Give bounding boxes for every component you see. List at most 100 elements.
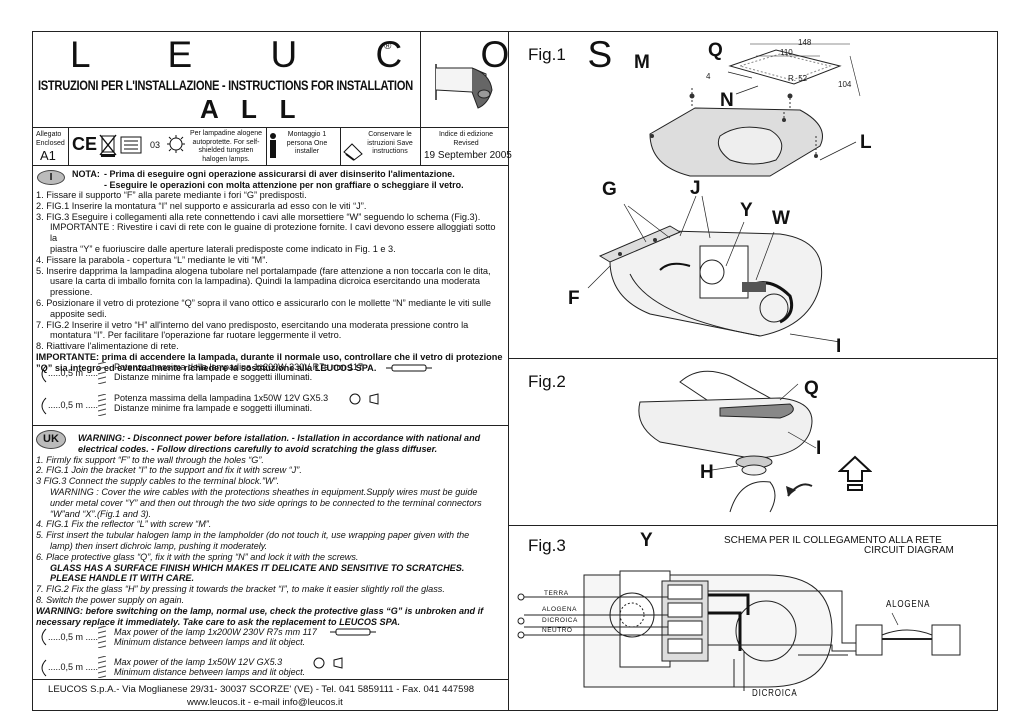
english-line: 4. FIG.1 Fix the reflector “L” with scre… — [36, 519, 212, 530]
enclosed-label: Allegato Enclosed — [36, 131, 65, 147]
fig3-alogena-big: ALOGENA — [886, 599, 931, 610]
header-logo-divider — [420, 31, 421, 127]
fig2-divider — [508, 525, 998, 526]
fig1-callout-i: I — [836, 336, 842, 357]
fig1-dim-110: 110 — [780, 48, 793, 57]
fig1-callout-w: W — [772, 208, 790, 229]
italian-power-2a: Potenza massima della lampadina 1x50W 12… — [114, 393, 329, 403]
fig3-alogena-label: ALOGENA — [542, 606, 577, 613]
english-line: 2. FIG.1 Join the bracket “I” to the sup… — [36, 465, 302, 476]
meta-sep-3 — [340, 127, 341, 165]
italian-power-1b: Distanze minime fra lampade e soggetti i… — [114, 372, 313, 382]
italian-step: usare la carta di imballo fornita con la… — [50, 276, 481, 287]
person-icon — [270, 133, 276, 158]
fig3-schema-en: CIRCUIT DIAGRAM — [864, 545, 954, 556]
column-divider — [508, 31, 509, 711]
ce-mark-icon: CE — [72, 134, 98, 154]
meta-sep-2 — [266, 127, 267, 165]
italian-power-2b: Distanze minime fra lampade e soggetti i… — [114, 403, 313, 413]
hatched-wall-icon — [98, 656, 106, 678]
english-line: PLEASE HANDLE IT WITH CARE. — [50, 573, 194, 584]
enclosed-code: A1 — [40, 148, 56, 163]
conserve-info: Conservare le istruzioni Save instructio… — [367, 131, 413, 155]
model-name: A L L — [200, 94, 304, 124]
italian-step: 1. Fissare il supporto “F” alla parete m… — [36, 190, 307, 200]
header-divider — [32, 127, 508, 128]
distance-bracket-icon — [41, 659, 47, 677]
page-subtitle: ISTRUZIONI PER L'INSTALLAZIONE - INSTRUC… — [38, 78, 413, 93]
english-distance-1: .....0,5 m ..... — [48, 632, 99, 642]
italian-step: 6. Posizionare il vetro di protezione “Q… — [36, 297, 491, 308]
english-line: WARNING: - Disconnect power before istal… — [78, 433, 481, 443]
italian-power-1a: Potenza massima della lampadina 1x200W 2… — [114, 362, 363, 372]
italian-step: pressione. — [50, 287, 93, 298]
weee-bin-icon — [99, 134, 117, 157]
fig1-callout-y: Y — [740, 200, 753, 221]
italian-step: 4. Fissare la parabola - copertura “L” m… — [36, 254, 268, 265]
english-line: 5. First insert the tubular halogen lamp… — [36, 530, 470, 541]
english-line: 8. Switch the power supply on again. — [36, 594, 185, 605]
fig3-terra-label: TERRA — [544, 590, 569, 597]
fig2-callout-q: Q — [804, 378, 819, 399]
footer-divider — [32, 679, 508, 680]
italian-step: 8. Riattivare l'alimentazione di rete. — [36, 341, 179, 352]
english-line: 6. Place protective glass “Q”, fix it wi… — [36, 551, 359, 562]
italian-nota-label: NOTA: — [72, 169, 100, 179]
fig3-neutro-label: NEUTRO — [542, 627, 573, 634]
fig1-callout-f: F — [568, 288, 580, 309]
hatched-wall-icon — [98, 362, 106, 384]
italian-badge: I — [37, 170, 65, 185]
fig1-callout-g: G — [602, 179, 617, 200]
fig1-divider — [508, 358, 998, 359]
fig1-callout-l: L — [860, 132, 872, 153]
company-address: LEUCOS S.p.A.- Via Moglianese 29/31- 300… — [48, 684, 475, 695]
fig3-schema-it: SCHEMA PER IL COLLEGAMENTO ALLA RETE — [724, 535, 942, 546]
english-line: lamp) then insert dichroic lamp, pushing… — [50, 540, 268, 551]
italian-step: apposite sedi. — [50, 308, 107, 319]
meta-sep-1 — [68, 127, 69, 165]
meta-divider — [32, 165, 508, 166]
fig1-callout-n: N — [720, 90, 734, 111]
italian-distance-1: .....0,5 m ..... — [48, 368, 99, 378]
fig2-callout-i: I — [816, 438, 822, 459]
italian-step: montatura “I”. Per facilitare l'operazio… — [50, 330, 342, 341]
fig1-dim-104: 104 — [838, 80, 852, 89]
english-line: GLASS HAS A SURFACE FINISH WHICH MAKES I… — [50, 562, 465, 573]
installer-info: Montaggio 1 persona One installer — [286, 131, 328, 155]
italian-distance-2: .....0,5 m ..... — [48, 400, 99, 410]
fig2-callout-h: H — [700, 462, 714, 483]
english-line: electrical codes. - Follow directions ca… — [78, 443, 438, 454]
english-instructions: WARNING: - Disconnect power before istal… — [36, 433, 504, 627]
fig1-exploded-drawing — [587, 43, 861, 343]
save-book-icon — [343, 143, 363, 161]
dichroic-lamp-icon — [349, 393, 379, 405]
fig3-callout-y: Y — [640, 530, 653, 551]
fig3-dicroica-big: DICROICA — [752, 688, 798, 699]
safety-mark-icon — [120, 136, 142, 154]
italian-divider — [32, 425, 508, 426]
meta-sep-4 — [420, 127, 421, 165]
fig3-circuit-diagram — [517, 570, 961, 691]
italian-steps: 1. Fissare il supporto “F” alla parete m… — [36, 190, 504, 374]
english-power-1b: Minimum distance between lamps and lit o… — [114, 637, 306, 647]
company-web: www.leucos.it - e-mail info@leucos.it — [187, 697, 343, 708]
hatched-wall-icon — [98, 626, 106, 648]
dichroic-lamp-icon — [313, 657, 343, 669]
english-line: 1. Firmly fix support “F” to the wall th… — [36, 454, 264, 465]
italian-step: 5. Inserire dapprima la lampadina alogen… — [36, 265, 491, 276]
mark-03: 03 — [150, 140, 161, 150]
italian-step: IMPORTANTE : Rivestire i cavi di rete co… — [50, 222, 496, 244]
english-line: “W”and “X”.(Fig.1 and 3). — [50, 508, 152, 519]
fig1-callout-m: M — [634, 52, 650, 73]
distance-bracket-icon — [41, 628, 47, 646]
brand-logo: L E U C O S — [70, 34, 647, 75]
italian-step: 7. FIG.2 Inserire il vetro “H” all'inter… — [36, 319, 469, 330]
english-line: WARNING : Cover the wire cables with the… — [50, 486, 478, 497]
distance-bracket-icon — [41, 397, 47, 415]
italian-step: ”Q” sia integro ed eventualmente richied… — [36, 362, 377, 373]
fig3-title: Fig.3 — [528, 536, 566, 555]
lamp-info: Per lampadine alogene autoprotette. For … — [190, 130, 262, 163]
english-power-2a: Max power of the lamp 1x50W 12V GX5.3 — [114, 657, 283, 667]
fig1-callout-j: J — [690, 178, 701, 199]
fig2-title: Fig.2 — [528, 372, 566, 391]
